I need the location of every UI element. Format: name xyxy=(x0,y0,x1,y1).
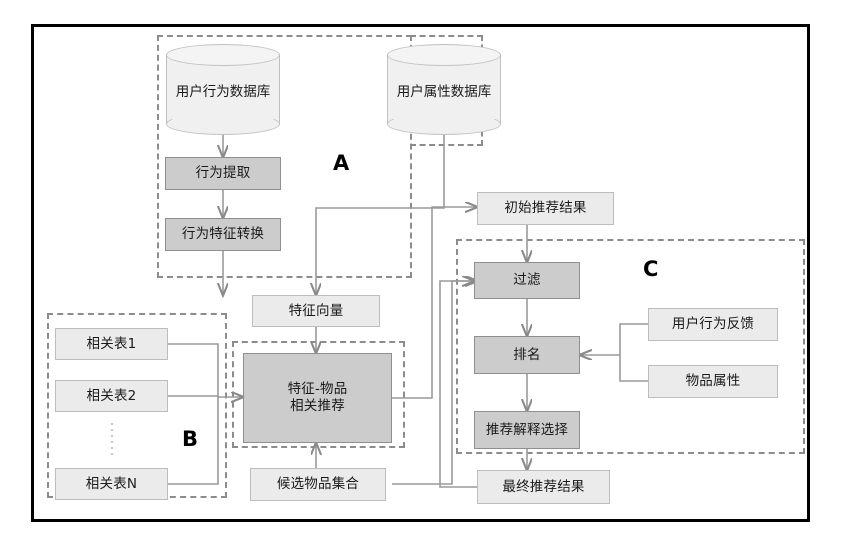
node-behavior-feature-transform[interactable]: 行为特征转换 xyxy=(165,218,281,251)
node-item-attribute[interactable]: 物品属性 xyxy=(648,365,778,398)
db-user-attribute[interactable]: 用户属性数据库 xyxy=(387,44,501,135)
node-ranking[interactable]: 排名 xyxy=(474,336,580,374)
db-user-attribute-label: 用户属性数据库 xyxy=(396,83,492,100)
node-behavior-extract[interactable]: 行为提取 xyxy=(165,157,281,190)
group-label-c: C xyxy=(643,257,659,281)
node-initial-recommend-result[interactable]: 初始推荐结果 xyxy=(477,192,614,225)
cylinder-top xyxy=(166,44,280,66)
node-feature-item-recommend-line1: 特征-物品 xyxy=(287,381,348,398)
node-final-recommend-result[interactable]: 最终推荐结果 xyxy=(477,470,610,504)
node-filter[interactable]: 过滤 xyxy=(474,262,580,299)
node-candidate-item-set[interactable]: 候选物品集合 xyxy=(250,468,386,501)
cylinder-bottom xyxy=(387,113,501,135)
db-user-behavior[interactable]: 用户行为数据库 xyxy=(166,44,280,135)
node-recommend-explain-select[interactable]: 推荐解释选择 xyxy=(474,411,580,449)
cylinder-top xyxy=(387,44,501,66)
group-label-b: B xyxy=(182,427,199,451)
node-feature-item-recommend[interactable]: 特征-物品 相关推荐 xyxy=(243,353,392,443)
db-user-behavior-label: 用户行为数据库 xyxy=(175,83,271,100)
node-related-table-1[interactable]: 相关表1 xyxy=(55,328,168,360)
node-related-table-2[interactable]: 相关表2 xyxy=(55,380,168,412)
cylinder-bottom xyxy=(166,113,280,135)
node-related-table-n[interactable]: 相关表N xyxy=(55,468,168,500)
node-user-behavior-feedback[interactable]: 用户行为反馈 xyxy=(648,308,778,341)
node-feature-item-recommend-line2: 相关推荐 xyxy=(290,398,345,414)
node-feature-vector[interactable]: 特征向量 xyxy=(252,295,380,327)
group-label-a: A xyxy=(333,151,350,175)
